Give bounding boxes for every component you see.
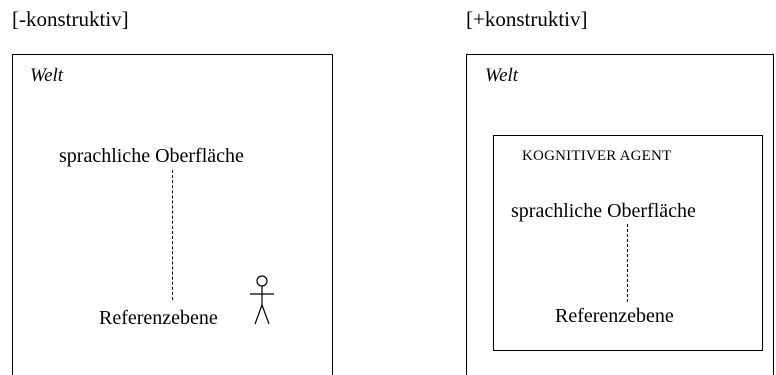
left-surface-label: sprachliche Oberfläche xyxy=(59,145,244,167)
right-reference-label: Referenzebene xyxy=(555,305,674,327)
left-connector-line xyxy=(172,170,173,300)
cognitive-agent-box xyxy=(493,135,763,351)
right-surface-label: sprachliche Oberfläche xyxy=(511,200,696,222)
left-reference-label: Referenzebene xyxy=(99,307,218,329)
right-world-label: Welt xyxy=(485,65,519,86)
left-world-label: Welt xyxy=(30,65,64,86)
left-heading: [-konstruktiv] xyxy=(12,7,129,31)
stick-figure-icon xyxy=(250,275,274,325)
cognitive-agent-label: KOGNITIVER AGENT xyxy=(522,148,672,164)
right-heading: [+konstruktiv] xyxy=(466,7,588,31)
right-connector-line xyxy=(627,224,628,302)
left-world-box xyxy=(12,54,333,375)
right-world-box xyxy=(466,54,774,375)
